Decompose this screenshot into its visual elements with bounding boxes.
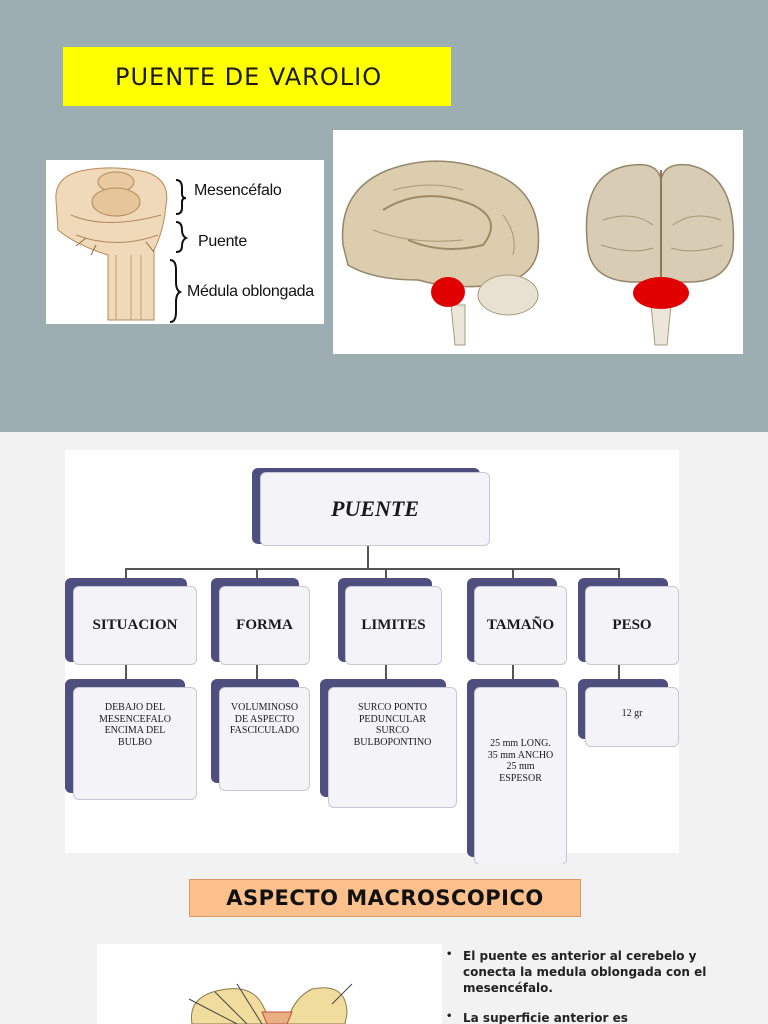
slide-3: ASPECTO MACROSCOPICO El puente es anteri… — [0, 864, 768, 1024]
header-situacion: SITUACION — [73, 586, 197, 665]
header-limites: LIMITES — [345, 586, 442, 665]
label-mesencefalo: Mesencéfalo — [194, 182, 282, 199]
brainstem-figure: Mesencéfalo Puente Médula oblongada — [46, 160, 324, 324]
header-forma: FORMA — [219, 586, 310, 665]
slide-1-title: PUENTE DE VAROLIO — [115, 62, 383, 91]
slide-1-title-box: PUENTE DE VAROLIO — [63, 47, 451, 106]
pons-highlight-lateral — [431, 277, 465, 307]
label-medula-oblongada: Médula oblongada — [187, 283, 314, 300]
slide-1: PUENTE DE VAROLIO Mesencéfalo Puente Méd… — [0, 0, 768, 432]
anatomy-figure — [97, 944, 442, 1024]
pons-concept-map: PUENTE SITUACION FORMA LIMITES TAMAÑO PE… — [65, 450, 679, 865]
bullet-item: El puente es anterior al cerebelo y cone… — [446, 947, 746, 996]
pons-highlight-frontal — [633, 277, 689, 309]
slide-2: PUENTE SITUACION FORMA LIMITES TAMAÑO PE… — [0, 432, 768, 865]
header-tamano: TAMAÑO — [474, 586, 567, 665]
brain-3d-figure — [333, 130, 743, 354]
leaf-situacion: DEBAJO DEL MESENCEFALO ENCIMA DEL BULBO — [73, 687, 197, 800]
leaf-limites: SURCO PONTO PEDUNCULAR SURCO BULBOPONTIN… — [328, 687, 457, 808]
leaf-tamano: 25 mm LONG. 35 mm ANCHO 25 mm ESPESOR — [474, 687, 567, 865]
brainstem-illustration — [55, 167, 189, 323]
leaf-peso: 12 gr — [585, 687, 679, 747]
anatomy-illustration — [188, 983, 353, 1024]
brain-illustration — [341, 160, 735, 346]
label-puente: Puente — [198, 233, 247, 250]
slide-3-title-box: ASPECTO MACROSCOPICO — [189, 879, 581, 917]
header-peso: PESO — [585, 586, 679, 665]
root-node-puente: PUENTE — [260, 472, 490, 546]
macroscopic-bullets: El puente es anterior al cerebelo y cone… — [446, 947, 746, 1024]
slide-3-title: ASPECTO MACROSCOPICO — [226, 886, 544, 910]
bullet-item: La superficie anterior es — [446, 1009, 746, 1024]
leaf-forma: VOLUMINOSO DE ASPECTO FASCICULADO — [219, 687, 310, 791]
